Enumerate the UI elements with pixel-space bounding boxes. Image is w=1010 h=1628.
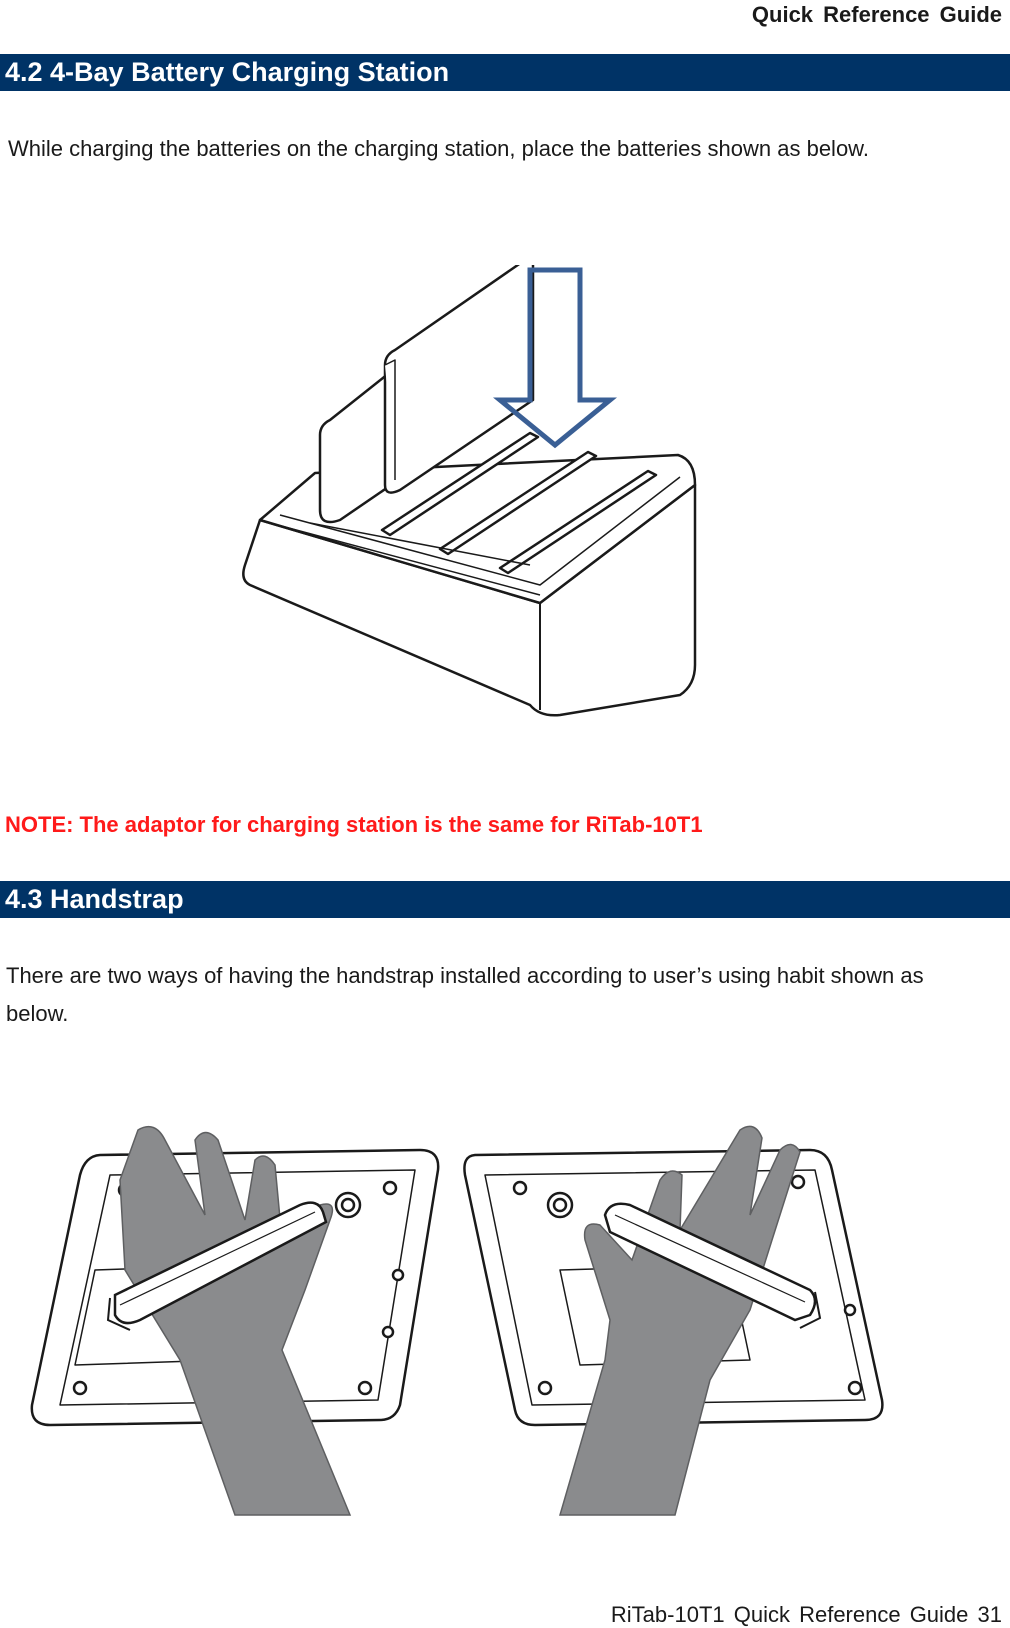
charging-instruction-text: While charging the batteries on the char…: [8, 136, 869, 161]
handstrap-instruction-text: There are two ways of having the handstr…: [6, 963, 924, 1026]
section-heading-charging-station: 4.2 4-Bay Battery Charging Station: [0, 54, 1010, 91]
adaptor-note: NOTE: The adaptor for charging station i…: [5, 812, 703, 837]
charging-station-illustration: [242, 265, 697, 717]
page-footer: RiTab-10T1 Quick Reference Guide 31: [610, 1602, 1002, 1627]
page-header-title: Quick Reference Guide: [751, 2, 1002, 27]
left-hand-icon: [119, 1125, 352, 1516]
section-heading-handstrap: 4.3 Handstrap: [0, 881, 1010, 918]
right-hand-icon: [559, 1125, 801, 1516]
handstrap-illustration: [30, 1125, 884, 1516]
insert-arrow-icon: [492, 267, 618, 449]
